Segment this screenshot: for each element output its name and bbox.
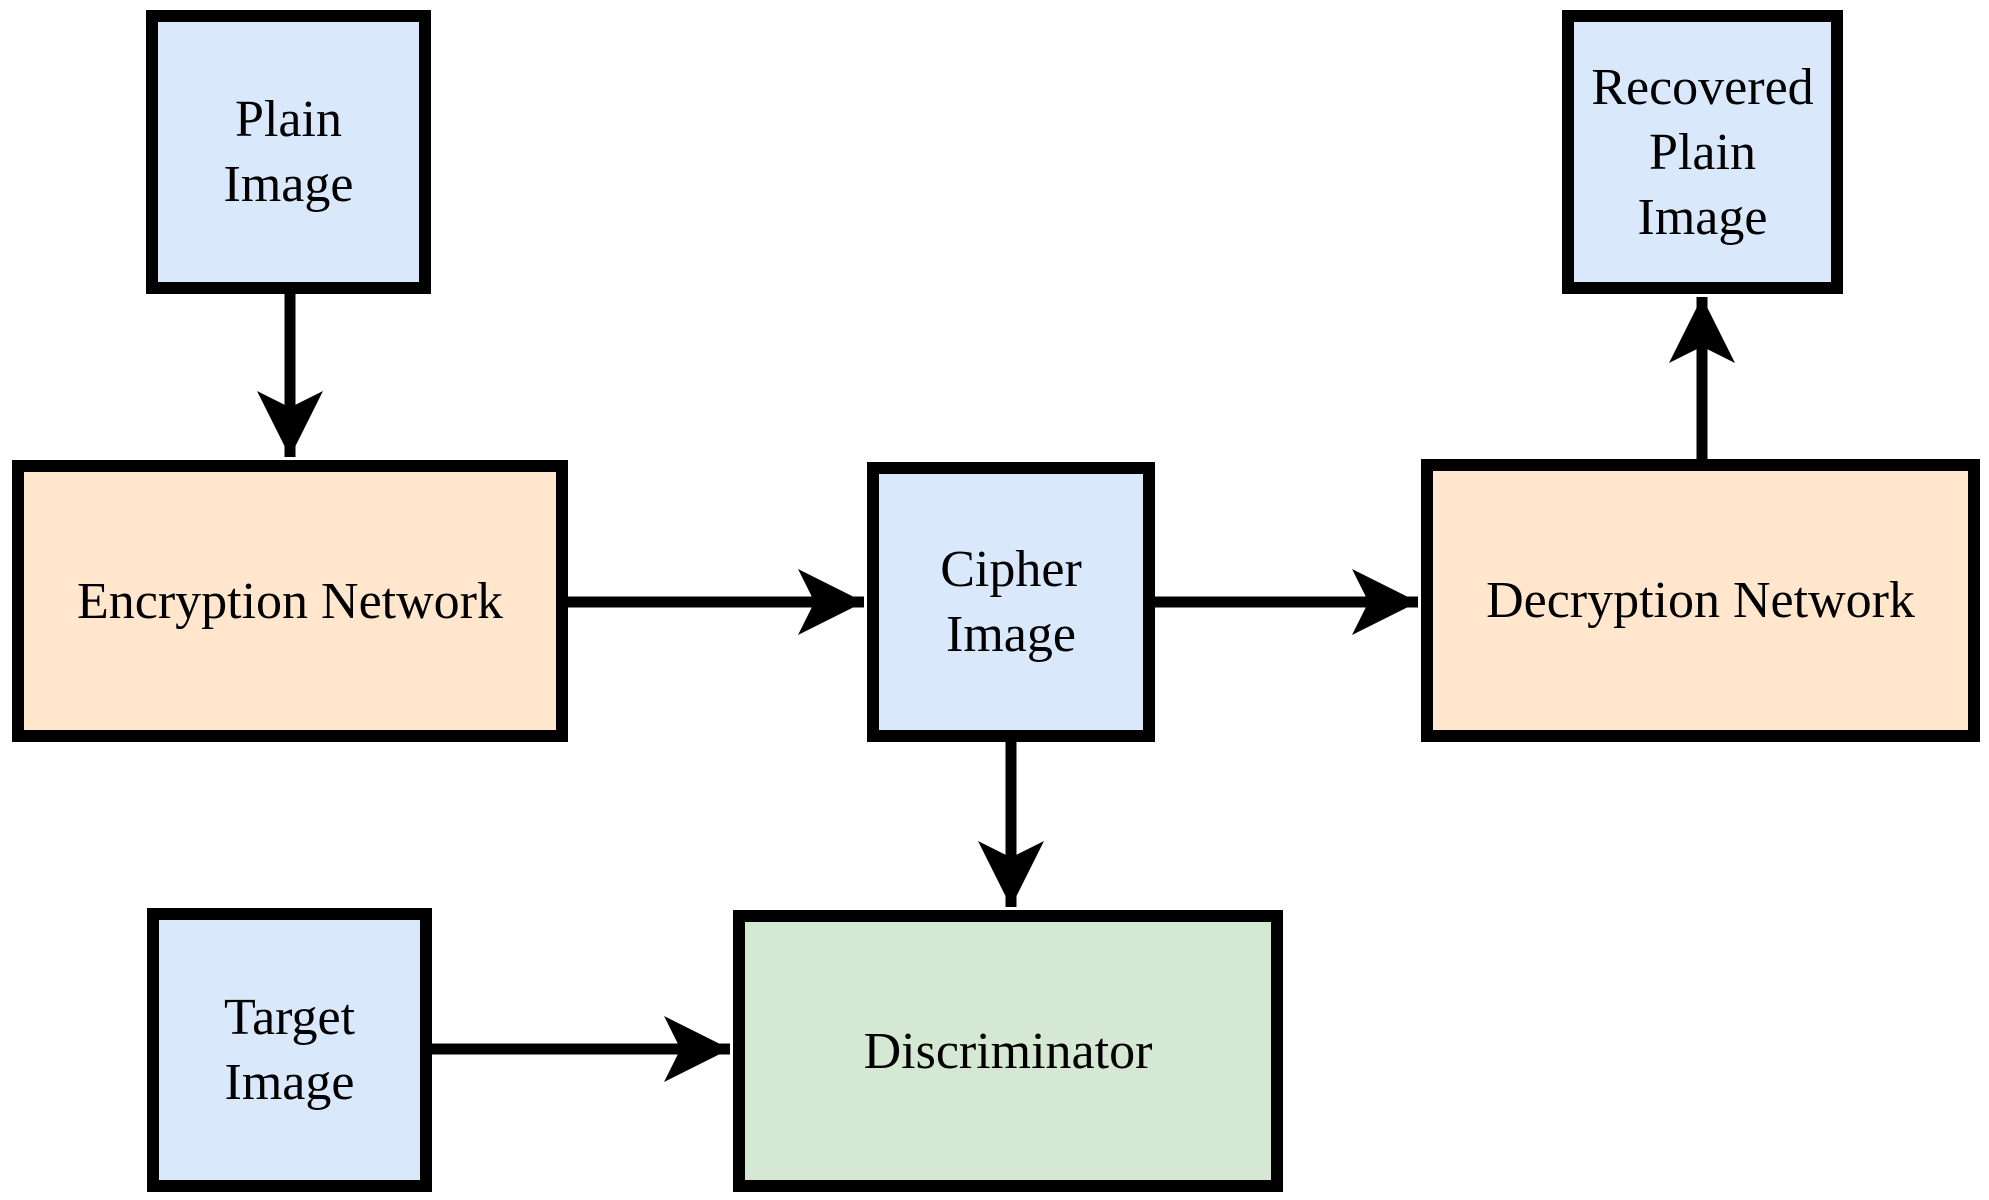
node-cipher-image: Cipher Image (867, 462, 1155, 742)
node-target-image-label: Target Image (223, 989, 356, 1111)
node-recovered-plain-image: Recovered Plain Image (1562, 10, 1843, 294)
node-recovered-plain-image-label: Recovered Plain Image (1591, 58, 1814, 246)
node-discriminator: Discriminator (733, 910, 1283, 1192)
node-discriminator-label: Discriminator (863, 1022, 1153, 1080)
node-plain-image: Plain Image (146, 10, 431, 294)
node-cipher-image-label: Cipher Image (940, 541, 1082, 663)
node-encryption-network: Encryption Network (12, 460, 568, 742)
node-encryption-network-label: Encryption Network (76, 572, 503, 630)
node-target-image: Target Image (147, 908, 432, 1192)
node-decryption-network: Decryption Network (1421, 459, 1980, 742)
node-decryption-network-label: Decryption Network (1486, 572, 1915, 629)
node-plain-image-label: Plain Image (223, 91, 354, 213)
